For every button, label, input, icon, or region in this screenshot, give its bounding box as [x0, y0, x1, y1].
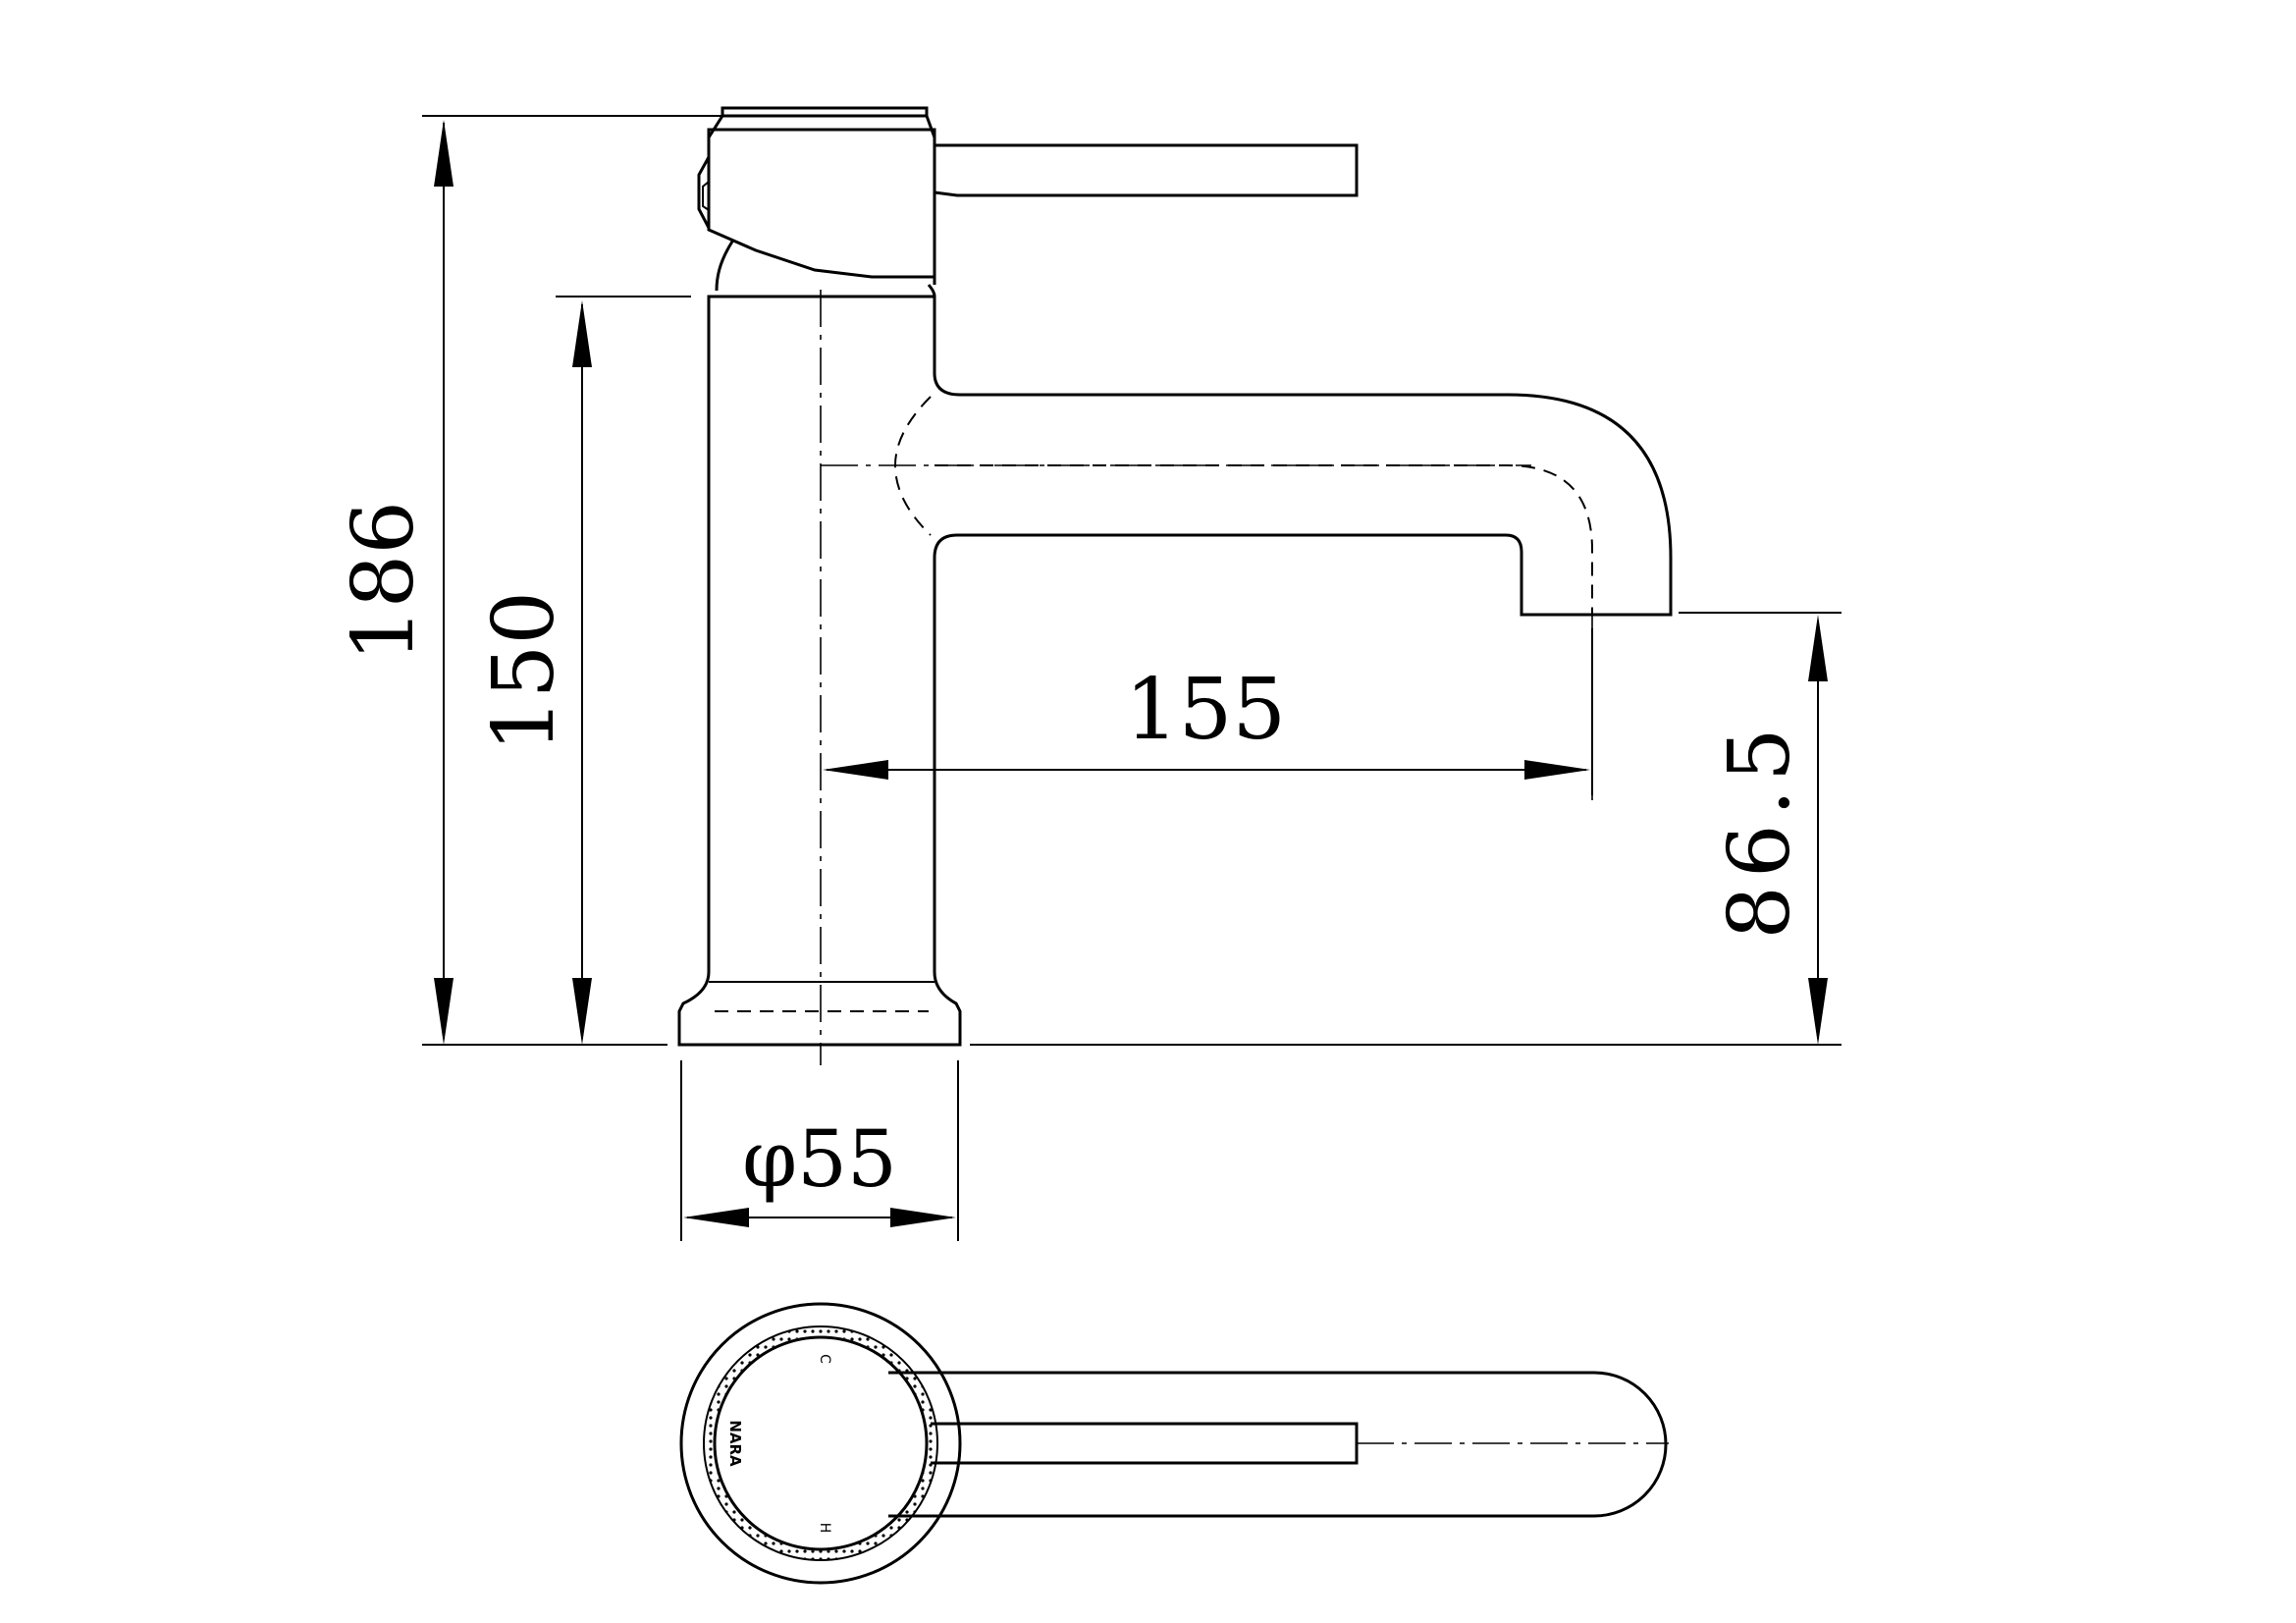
handle-inner-detail	[702, 181, 710, 211]
cold-indicator: C	[817, 1354, 832, 1364]
knurled-handle-body	[707, 128, 936, 279]
plan-view: C H NARA	[679, 1302, 1669, 1585]
dimension-label-186: 186	[335, 501, 433, 662]
arrow-right	[890, 1208, 956, 1227]
plan-lever-arm	[931, 1422, 1359, 1465]
lever-arm	[934, 143, 1359, 197]
side-elevation: 186 150 155 86.5	[335, 106, 1842, 1241]
dimension-label-86-5: 86.5	[1711, 720, 1809, 939]
arrow-down	[434, 978, 454, 1045]
plan-knurl-ring	[704, 1326, 937, 1560]
arrow-left	[823, 760, 888, 780]
dimension-base-diameter: φ55	[680, 1060, 959, 1241]
hot-indicator: H	[817, 1523, 832, 1534]
lever-handle	[697, 106, 1359, 298]
extension-lines-base	[680, 1060, 959, 1241]
tap-body	[677, 290, 1673, 1065]
dimension-label-diameter: φ55	[742, 1113, 897, 1205]
arrow-down	[572, 978, 592, 1045]
plan-spout-outline	[888, 1371, 1668, 1518]
dimension-body-height: 150	[475, 296, 691, 1045]
handle-side-bulge	[697, 156, 711, 229]
arrow-up	[434, 120, 454, 187]
cap-chamfer	[707, 115, 936, 138]
arrow-up	[572, 300, 592, 367]
brand-logo-text: NARA	[726, 1420, 744, 1467]
arrow-up	[1808, 615, 1828, 681]
cartridge-cap	[721, 106, 929, 118]
handle-neck	[715, 241, 936, 298]
dimension-outlet-height: 86.5	[1679, 612, 1842, 1045]
plan-handle-top	[713, 1335, 929, 1551]
plan-knurl-outer-edge	[703, 1325, 938, 1561]
plan-base-ring	[679, 1302, 962, 1585]
dimension-spout-reach: 155	[823, 628, 1593, 795]
arrow-left	[683, 1208, 749, 1227]
body-outline	[677, 295, 1673, 1047]
arrow-down	[1808, 978, 1828, 1045]
dimension-total-height: 186	[335, 115, 722, 1045]
arrow-right	[1524, 760, 1590, 780]
dimension-label-155: 155	[1125, 661, 1286, 759]
hidden-waterway	[934, 464, 1593, 615]
dimension-label-150: 150	[475, 591, 573, 752]
